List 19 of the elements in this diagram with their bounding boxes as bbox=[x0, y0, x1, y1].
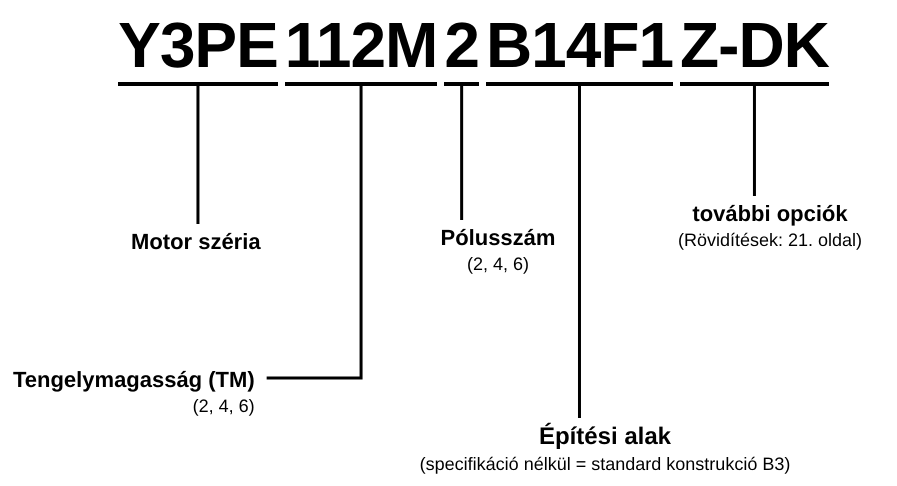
leader-line bbox=[752, 86, 756, 196]
leader-line bbox=[578, 86, 581, 418]
code-segment: 112M bbox=[284, 8, 438, 86]
label-note: (Rövidítések: 21. oldal) bbox=[678, 229, 862, 252]
code-segment: B14F1 bbox=[486, 8, 674, 86]
label-heading: további opciók bbox=[692, 200, 848, 228]
label-note: (specifikáció nélkül = standard konstrukció B3) bbox=[420, 453, 790, 476]
label-heading: Motor széria bbox=[131, 228, 261, 256]
label-note: (2, 4, 6) bbox=[466, 253, 530, 276]
code-segment: Y3PE bbox=[118, 8, 278, 86]
label-heading: Pólusszám bbox=[440, 224, 556, 252]
label-note: (2, 4, 6) bbox=[192, 395, 255, 418]
label-heading: Tengelymagasság (TM) bbox=[13, 366, 255, 394]
leader-line bbox=[196, 86, 200, 224]
label-heading: Építési alak bbox=[538, 422, 672, 452]
leader-line bbox=[266, 86, 363, 380]
code-segment: 2 bbox=[444, 8, 479, 86]
leader-line bbox=[460, 86, 464, 220]
code-segment: Z-DK bbox=[680, 8, 829, 86]
